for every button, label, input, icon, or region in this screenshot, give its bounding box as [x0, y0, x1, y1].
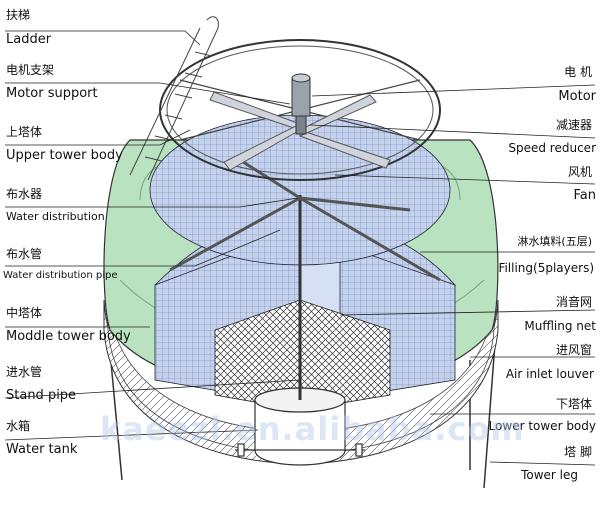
- label-water-distribution-cn: 布水器: [6, 187, 43, 201]
- label-motor-cn: 电 机: [564, 65, 592, 79]
- label-fan-cn: 风机: [567, 165, 592, 179]
- label-ladder-cn: 扶梯: [6, 8, 31, 22]
- watermark: kaeezl.en.alibaba.com: [100, 410, 525, 448]
- label-middle-tower-body-cn: 中塔体: [6, 306, 43, 320]
- label-water-distribution-en: Water distribution: [6, 210, 105, 223]
- label-muffling-net-cn: 消音网: [555, 295, 592, 309]
- label-filling-en: Filling(5players): [498, 261, 594, 275]
- label-lower-tower-body-cn: 下塔体: [555, 397, 592, 411]
- label-ladder-en: Ladder: [6, 32, 52, 47]
- motor: [291, 73, 311, 135]
- label-air-inlet-louver-en: Air inlet louver: [505, 367, 594, 381]
- fan-ring: [159, 39, 441, 181]
- label-tower-leg-en: Tower leg: [521, 468, 578, 482]
- label-upper-tower-body-en: Upper tower body: [6, 148, 123, 163]
- label-motor-support-en: Motor support: [6, 86, 98, 101]
- label-speed-reducer-en: Speed reducer: [508, 141, 596, 155]
- label-fan-en: Fan: [573, 188, 597, 203]
- label-stand-pipe-cn: 进水管: [6, 365, 43, 379]
- label-motor-en: Motor: [558, 89, 596, 104]
- water-distribution-arms: [169, 158, 441, 282]
- label-water-distribution-pipe-en: Water distribution pipe: [3, 270, 118, 281]
- label-water-tank-cn: 水箱: [6, 419, 31, 433]
- label-motor-support-cn: 电机支架: [6, 63, 55, 77]
- label-upper-tower-body-cn: 上塔体: [6, 125, 43, 139]
- label-middle-tower-body-en: Moddle tower body: [6, 329, 131, 344]
- label-water-tank-en: Water tank: [6, 442, 78, 457]
- label-muffling-net-en: Muffling net: [524, 319, 596, 333]
- leader-lines: [4, 30, 596, 466]
- label-speed-reducer-cn: 减速器: [555, 118, 592, 132]
- ladder: [129, 16, 219, 181]
- label-lower-tower-body-en: Lower tower body: [488, 419, 596, 433]
- label-stand-pipe-en: Stand pipe: [6, 388, 77, 403]
- label-tower-leg-cn: 塔 脚: [564, 445, 592, 459]
- label-air-inlet-louver-cn: 进风窗: [555, 343, 592, 357]
- label-filling-cn: 淋水填料(五层): [517, 235, 592, 248]
- label-water-distribution-pipe-cn: 布水管: [6, 247, 43, 261]
